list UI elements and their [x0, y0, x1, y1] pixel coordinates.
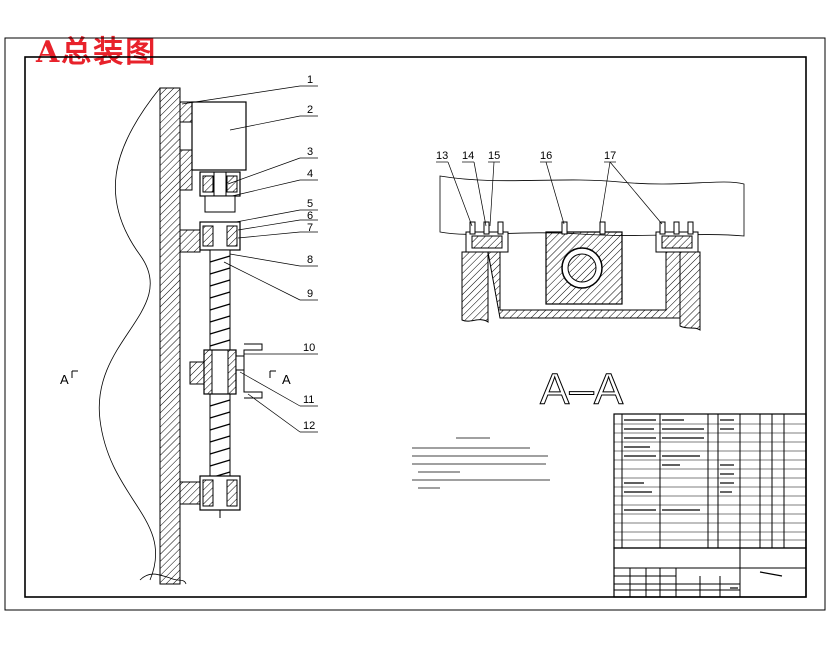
parts-list-table: [613, 413, 807, 549]
left-assembly-view: A A: [60, 87, 291, 585]
inner-frame: [24, 56, 807, 598]
title-block: [613, 547, 807, 598]
view-marker-left: A: [60, 372, 69, 387]
section-label: A–A: [540, 365, 624, 414]
callout-5: 5: [307, 198, 313, 210]
callout-17: 17: [604, 150, 616, 162]
callout-4: 4: [307, 168, 313, 180]
callout-16: 16: [540, 150, 552, 162]
callout-7: 7: [307, 222, 313, 234]
view-marker-right: A: [282, 372, 291, 387]
technical-notes: [412, 437, 550, 489]
outer-border: [4, 37, 826, 611]
callout-9: 9: [307, 288, 313, 300]
drawing-title: A总装图: [36, 35, 158, 70]
callout-13: 13: [436, 150, 448, 162]
left-leaders: [181, 85, 318, 433]
callout-11: 11: [303, 394, 314, 406]
section-view: 13 14 15 16 17 A–A: [436, 150, 745, 415]
callout-10: 10: [303, 342, 315, 354]
callout-3: 3: [307, 146, 313, 158]
callout-8: 8: [307, 254, 313, 266]
callout-2: 2: [307, 104, 313, 116]
callout-6: 6: [307, 210, 313, 222]
callout-12: 12: [303, 420, 315, 432]
callout-15: 15: [488, 150, 500, 162]
callout-1: 1: [307, 74, 313, 86]
left-callout-numbers: 1 2 3 4 5 6 7 8 9 10 11 12: [303, 74, 315, 432]
callout-14: 14: [462, 150, 474, 162]
